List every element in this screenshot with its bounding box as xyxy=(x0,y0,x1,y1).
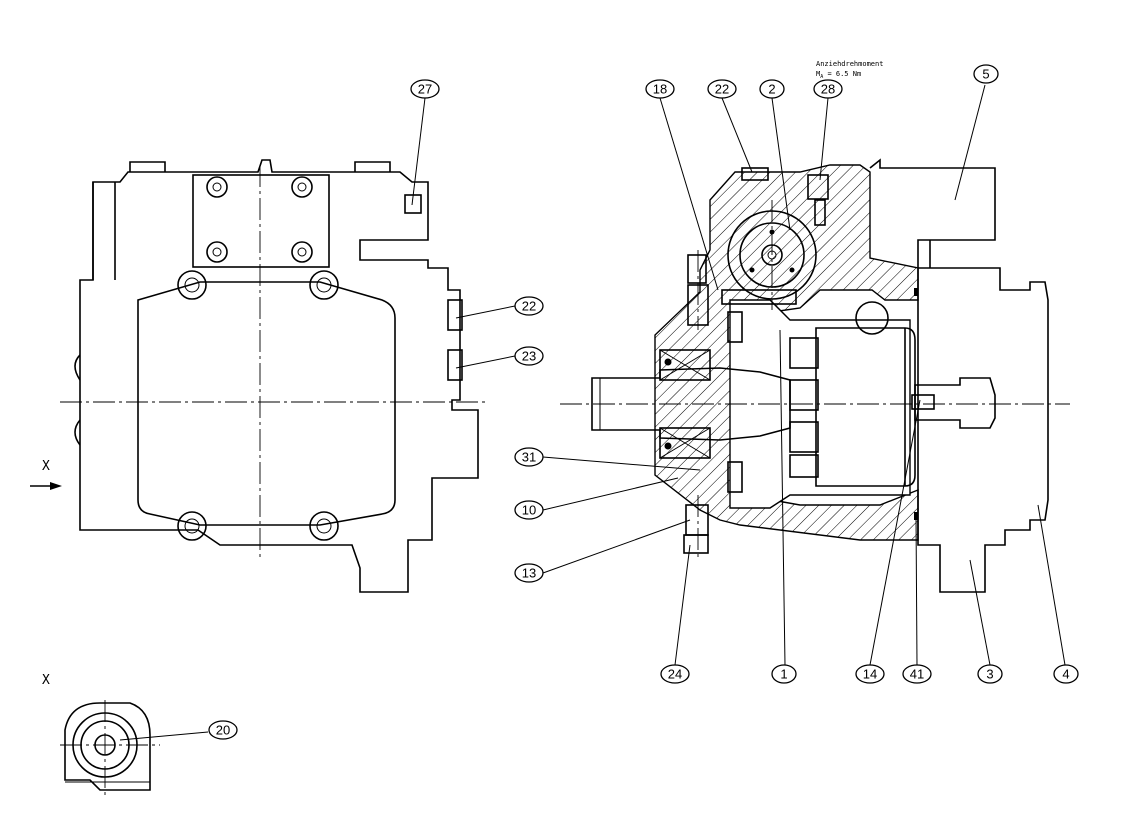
torque-value: MA = 6.5 Nm xyxy=(816,70,861,80)
callout-3: 3 xyxy=(977,664,1003,684)
svg-text:4: 4 xyxy=(1062,667,1069,682)
callout-24: 24 xyxy=(660,664,690,684)
torque-title: Anziehdrehmoment xyxy=(816,60,883,68)
svg-text:22: 22 xyxy=(522,299,536,314)
svg-text:31: 31 xyxy=(522,450,536,465)
callout-14: 14 xyxy=(855,664,885,684)
svg-text:18: 18 xyxy=(653,82,667,97)
svg-text:28: 28 xyxy=(821,82,835,97)
callout-5: 5 xyxy=(973,64,999,84)
callout-13: 13 xyxy=(514,563,544,583)
svg-text:41: 41 xyxy=(910,667,924,682)
callout-2: 2 xyxy=(759,79,785,99)
callout-4: 4 xyxy=(1053,664,1079,684)
svg-text:22: 22 xyxy=(715,82,729,97)
svg-text:20: 20 xyxy=(216,723,230,738)
callout-28: 28 xyxy=(813,79,843,99)
svg-text:14: 14 xyxy=(863,667,877,682)
callout-41: 41 xyxy=(902,664,932,684)
torque-note: Anziehdrehmoment MA = 6.5 Nm xyxy=(816,60,883,80)
callout-20: 20 xyxy=(208,720,238,740)
svg-text:24: 24 xyxy=(668,667,682,682)
detail-view-x: X xyxy=(42,673,160,795)
callouts: 27 22 23 18 22 2 28 5 31 10 13 24 1 14 4… xyxy=(208,64,1079,740)
leader-lines xyxy=(119,84,1066,741)
svg-text:5: 5 xyxy=(982,67,989,82)
svg-text:23: 23 xyxy=(522,349,536,364)
callout-22-left: 22 xyxy=(514,296,544,316)
callout-23: 23 xyxy=(514,346,544,366)
svg-text:2: 2 xyxy=(768,82,775,97)
callout-1: 1 xyxy=(771,664,797,684)
right-section-view xyxy=(560,158,1070,593)
callout-10: 10 xyxy=(514,500,544,520)
svg-text:10: 10 xyxy=(522,503,536,518)
svg-text:3: 3 xyxy=(986,667,993,682)
svg-text:13: 13 xyxy=(522,566,536,581)
view-arrow-label: X xyxy=(42,459,50,474)
callout-27: 27 xyxy=(410,79,440,99)
svg-text:27: 27 xyxy=(418,82,432,97)
callout-31: 31 xyxy=(514,447,544,467)
svg-text:1: 1 xyxy=(780,667,787,682)
left-side-view: X xyxy=(30,159,485,593)
detail-view-label: X xyxy=(42,673,50,688)
callout-18: 18 xyxy=(645,79,675,99)
callout-22-right: 22 xyxy=(707,79,737,99)
